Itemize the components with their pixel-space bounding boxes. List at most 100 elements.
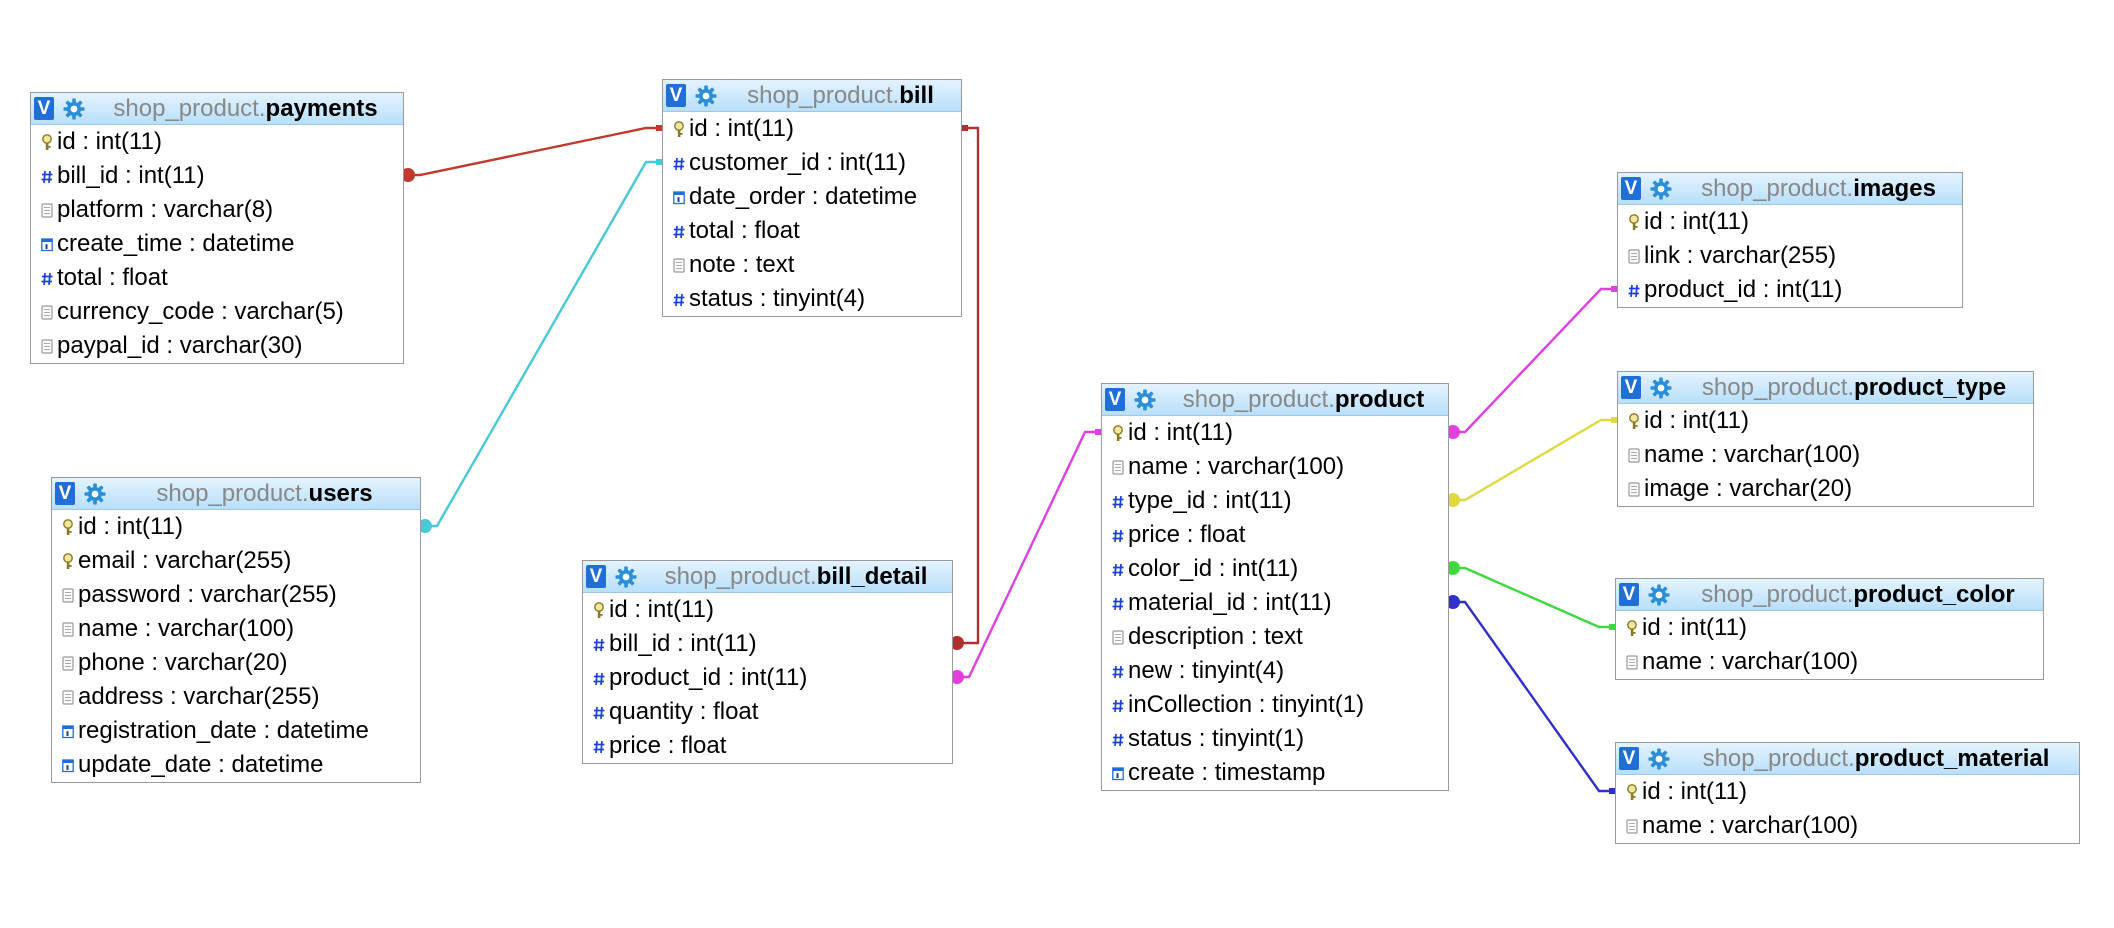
- field-row[interactable]: name : varchar(100): [1102, 450, 1448, 484]
- field-row[interactable]: paypal_id : varchar(30): [31, 329, 403, 363]
- field-row[interactable]: product_id : int(11): [1618, 273, 1962, 307]
- field-row[interactable]: name : varchar(100): [1618, 438, 2033, 472]
- toggle-view-button[interactable]: V: [34, 97, 54, 120]
- field-row[interactable]: product_id : int(11): [583, 661, 952, 695]
- field-row[interactable]: price : float: [583, 729, 952, 763]
- field-row[interactable]: id : int(11): [1102, 416, 1448, 450]
- table-name: bill: [899, 82, 934, 109]
- toggle-view-button[interactable]: V: [55, 482, 75, 505]
- field-row[interactable]: bill_id : int(11): [31, 159, 403, 193]
- field-row[interactable]: update_date : datetime: [52, 748, 420, 782]
- field-row[interactable]: inCollection : tinyint(1): [1102, 688, 1448, 722]
- field-row[interactable]: id : int(11): [1616, 775, 2079, 809]
- gear-icon[interactable]: [1647, 175, 1675, 203]
- field-row[interactable]: image : varchar(20): [1618, 472, 2033, 506]
- field-row[interactable]: color_id : int(11): [1102, 552, 1448, 586]
- toggle-view-button[interactable]: V: [1105, 388, 1125, 411]
- field-label: name : varchar(100): [1128, 453, 1345, 480]
- field-row[interactable]: date_order : datetime: [663, 180, 961, 214]
- field-row[interactable]: total : float: [31, 261, 403, 295]
- field-row[interactable]: link : varchar(255): [1618, 239, 1962, 273]
- gear-icon[interactable]: [1645, 581, 1673, 609]
- text-field-icon: [62, 587, 74, 604]
- field-row[interactable]: status : tinyint(1): [1102, 722, 1448, 756]
- field-row[interactable]: type_id : int(11): [1102, 484, 1448, 518]
- field-row[interactable]: name : varchar(100): [1616, 645, 2043, 679]
- key-icon: [62, 518, 74, 536]
- field-row[interactable]: create : timestamp: [1102, 756, 1448, 790]
- field-row[interactable]: password : varchar(255): [52, 578, 420, 612]
- gear-icon[interactable]: [1647, 374, 1675, 402]
- text-field-icon: [41, 202, 53, 219]
- field-row[interactable]: name : varchar(100): [52, 612, 420, 646]
- field-row[interactable]: status : tinyint(4): [663, 282, 961, 316]
- toggle-view-button[interactable]: V: [1621, 376, 1641, 399]
- field-row[interactable]: material_id : int(11): [1102, 586, 1448, 620]
- gear-icon[interactable]: [692, 82, 720, 110]
- table-title: shop_product.product_color: [1673, 579, 2039, 610]
- field-row[interactable]: address : varchar(255): [52, 680, 420, 714]
- field-row[interactable]: currency_code : varchar(5): [31, 295, 403, 329]
- field-row[interactable]: total : float: [663, 214, 961, 248]
- foreign-key-endpoint: [1446, 595, 1460, 609]
- gear-icon[interactable]: [1645, 745, 1673, 773]
- field-row[interactable]: customer_id : int(11): [663, 146, 961, 180]
- gear-icon[interactable]: [60, 95, 88, 123]
- field-row[interactable]: registration_date : datetime: [52, 714, 420, 748]
- field-row[interactable]: name : varchar(100): [1616, 809, 2079, 843]
- gear-icon[interactable]: [1131, 386, 1159, 414]
- field-row[interactable]: phone : varchar(20): [52, 646, 420, 680]
- calendar-icon: [1112, 765, 1124, 782]
- toggle-view-button[interactable]: V: [1619, 747, 1639, 770]
- field-row[interactable]: create_time : datetime: [31, 227, 403, 261]
- foreign-key-endpoint: [950, 670, 964, 684]
- field-row[interactable]: description : text: [1102, 620, 1448, 654]
- toggle-view-button[interactable]: V: [666, 84, 686, 107]
- foreign-key-endpoint: [401, 168, 415, 182]
- field-row[interactable]: id : int(11): [31, 125, 403, 159]
- field-row[interactable]: email : varchar(255): [52, 544, 420, 578]
- title-separator: .: [892, 82, 900, 109]
- field-label: create : timestamp: [1128, 759, 1326, 786]
- toggle-view-button[interactable]: V: [586, 565, 606, 588]
- field-row[interactable]: quantity : float: [583, 695, 952, 729]
- table-title: shop_product.product: [1159, 384, 1444, 415]
- field-row[interactable]: id : int(11): [1618, 404, 2033, 438]
- field-row[interactable]: note : text: [663, 248, 961, 282]
- field-row[interactable]: bill_id : int(11): [583, 627, 952, 661]
- field-row[interactable]: id : int(11): [1618, 205, 1962, 239]
- field-row[interactable]: id : int(11): [52, 510, 420, 544]
- text-field-icon: [41, 304, 53, 321]
- toggle-view-button[interactable]: V: [1619, 583, 1639, 606]
- gear-icon[interactable]: [81, 480, 109, 508]
- field-row[interactable]: new : tinyint(4): [1102, 654, 1448, 688]
- field-row[interactable]: id : int(11): [1616, 611, 2043, 645]
- field-label: id : int(11): [689, 115, 794, 142]
- field-label: image : varchar(20): [1644, 475, 1853, 502]
- field-label: id : int(11): [1128, 419, 1233, 446]
- toggle-view-button[interactable]: V: [1621, 177, 1641, 200]
- field-row[interactable]: price : float: [1102, 518, 1448, 552]
- field-row[interactable]: platform : varchar(8): [31, 193, 403, 227]
- field-row[interactable]: id : int(11): [663, 112, 961, 146]
- gear-icon[interactable]: [612, 563, 640, 591]
- field-row[interactable]: id : int(11): [583, 593, 952, 627]
